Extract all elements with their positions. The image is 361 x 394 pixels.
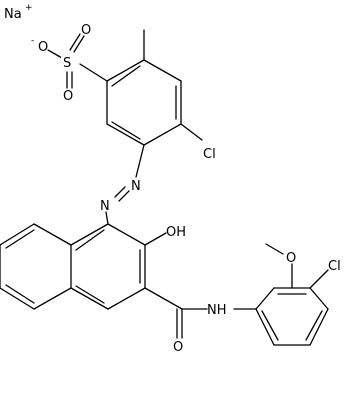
bond xyxy=(114,186,126,198)
top-benzene-ring xyxy=(106,59,182,146)
bond xyxy=(111,65,141,87)
bond xyxy=(106,123,145,146)
bond xyxy=(0,287,35,310)
bond xyxy=(255,308,275,346)
bond xyxy=(305,310,323,341)
bond xyxy=(79,63,108,82)
sulfur-label: S xyxy=(63,56,71,71)
atom-labels: S O O O - Cl N N OH O NH O Cl xyxy=(31,23,341,355)
chloro-methoxy-phenyl-ring xyxy=(255,287,329,346)
hydroxyl-label: OH xyxy=(166,225,186,240)
oxygen-charge: - xyxy=(31,36,34,46)
chlorine-label: Cl xyxy=(328,259,341,274)
bond xyxy=(70,287,109,310)
bond xyxy=(33,287,72,310)
aryl-chloro-bond xyxy=(309,269,329,289)
bond xyxy=(47,49,63,59)
bond xyxy=(261,310,279,341)
bond xyxy=(309,308,329,346)
bond xyxy=(33,223,72,246)
bond xyxy=(0,223,35,246)
bond xyxy=(75,285,105,304)
bond xyxy=(107,287,146,310)
bond xyxy=(309,287,329,310)
bond xyxy=(5,284,35,304)
bond xyxy=(75,229,105,251)
bond xyxy=(255,287,275,310)
oxygen-label: O xyxy=(38,40,48,55)
oxygen-label: O xyxy=(286,251,296,266)
bond xyxy=(143,123,182,146)
bond xyxy=(106,59,145,82)
methoxy-methyl-bond xyxy=(265,243,284,255)
bond xyxy=(70,223,109,246)
bond xyxy=(144,287,183,310)
bond xyxy=(111,121,141,140)
oxygen-label: O xyxy=(63,89,73,104)
chlorine-label: Cl xyxy=(203,147,216,162)
hydroxyl-bond xyxy=(144,232,167,246)
bond xyxy=(118,190,130,202)
amine-nh-label: NH xyxy=(207,303,227,318)
counter-ion: Na + xyxy=(4,3,33,22)
bond xyxy=(5,229,35,249)
sodium-label: Na xyxy=(4,7,22,22)
chloro-bond xyxy=(180,123,203,141)
naphthalene-system xyxy=(0,223,146,310)
bond xyxy=(143,59,182,82)
bond xyxy=(73,35,85,53)
nitrogen-label: N xyxy=(100,199,110,214)
nitrogen-label: N xyxy=(131,179,141,194)
bond xyxy=(107,223,146,246)
azo-linkage xyxy=(105,144,145,225)
bond xyxy=(105,211,109,225)
bond xyxy=(135,144,145,178)
bond xyxy=(69,33,81,51)
oxygen-label: O xyxy=(81,23,91,38)
oxygen-label: O xyxy=(173,340,183,355)
sodium-charge: + xyxy=(25,3,33,13)
amide-group xyxy=(144,287,257,339)
sulfonate-group xyxy=(47,33,108,89)
